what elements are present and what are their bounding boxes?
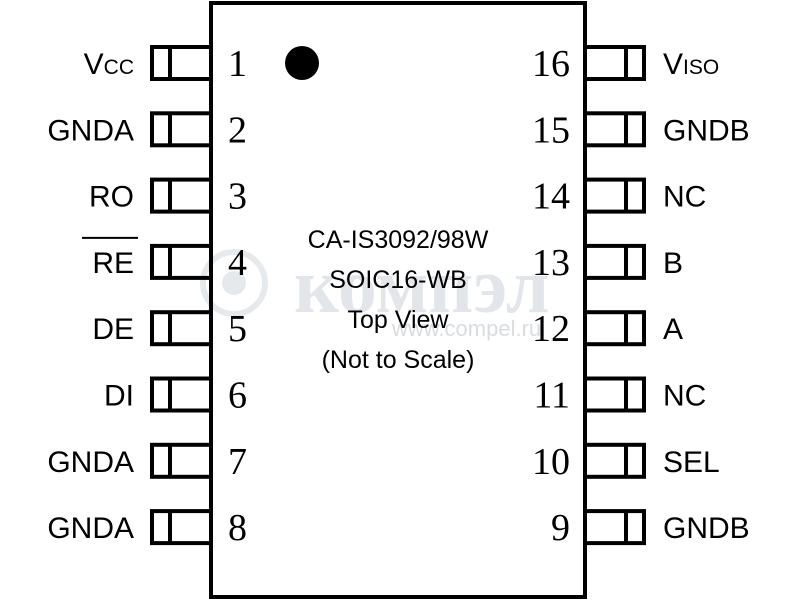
watermark: компэл www.compel.ru (200, 242, 550, 341)
pin-lead (150, 310, 213, 347)
chip-package: SOIC16-WB (329, 266, 467, 294)
pin-lead (150, 509, 213, 546)
pin-5: 5 DE (92, 308, 247, 350)
pin-name: GNDB (663, 114, 750, 147)
pin-number: 8 (228, 507, 247, 549)
watermark-logo-text: компэл (294, 242, 550, 329)
pin-name: DE (92, 313, 134, 346)
pin-lead (150, 442, 213, 479)
pin-11: 11 NC (533, 375, 706, 417)
pin-lead (150, 45, 213, 81)
pin-name: VCC (84, 48, 134, 81)
pin-number: 12 (532, 308, 570, 350)
pin-12: 12 A (532, 308, 683, 350)
pin-lead (583, 177, 646, 214)
pin-number: 14 (532, 176, 570, 218)
pin-6: 6 DI (104, 375, 247, 417)
pin-number: 2 (228, 109, 247, 151)
pin-1: 1 VCC (84, 43, 247, 85)
pin-14: 14 NC (532, 176, 706, 218)
pin-name: VISO (663, 48, 719, 81)
pin-lead (150, 177, 213, 214)
pin-number: 5 (228, 308, 247, 350)
pin-4: 4 RE (82, 236, 247, 284)
pin-name: RO (89, 181, 134, 214)
pin-name: SEL (663, 446, 720, 479)
pin-name-subscript: CC (104, 56, 134, 79)
chip-view: Top View (348, 306, 450, 334)
pin-lead (150, 111, 213, 148)
pin-9: 9 GNDB (551, 507, 750, 549)
pin-number: 7 (228, 441, 247, 483)
chip-scale-note: (Not to Scale) (322, 346, 475, 374)
pin-name: NC (663, 181, 706, 214)
compel-logo-icon (200, 249, 268, 317)
pin-8: 8 GNDA (47, 507, 247, 549)
pin-number: 9 (551, 507, 570, 549)
chip-title: CA-IS3092/98W (308, 226, 489, 254)
pin-name: RE (92, 247, 134, 280)
pin-number: 13 (532, 242, 570, 284)
pin-lead (583, 310, 646, 347)
pin-number: 1 (228, 43, 247, 85)
pin-7: 7 GNDA (47, 441, 247, 483)
pin-name-subscript: ISO (683, 56, 719, 79)
pin-name: B (663, 247, 683, 280)
pin-lead (150, 376, 213, 413)
pin-name: GNDA (47, 512, 134, 545)
pin-name: GNDA (47, 446, 134, 479)
pin-lead (583, 111, 646, 148)
pin-number: 4 (228, 242, 247, 284)
pin-name: GNDA (47, 114, 134, 147)
chip-body (209, 1, 587, 599)
pin-number: 11 (533, 375, 570, 417)
pin-2: 2 GNDA (47, 109, 247, 151)
pin-15: 15 GNDB (532, 109, 750, 151)
pin-16: 16 VISO (532, 43, 719, 85)
pin-name: DI (104, 380, 134, 413)
pin-number: 3 (228, 176, 247, 218)
pin-name: A (663, 313, 683, 346)
watermark-url: www.compel.ru (391, 316, 541, 341)
pin-lead (583, 376, 646, 413)
pin-3: 3 RO (89, 176, 247, 218)
pin-name: GNDB (663, 512, 750, 545)
pin-number: 15 (532, 109, 570, 151)
pin-10: 10 SEL (532, 441, 720, 483)
pin-lead (150, 243, 213, 280)
pin-name: NC (663, 380, 706, 413)
pin-lead (583, 45, 646, 81)
pin-13: 13 B (532, 242, 683, 284)
pin-number: 10 (532, 441, 570, 483)
pin1-marker-dot (285, 46, 319, 80)
pin-number: 6 (228, 375, 247, 417)
pin-lead (583, 442, 646, 479)
pin-number: 16 (532, 43, 570, 85)
pin-lead (583, 243, 646, 280)
pin-lead (583, 509, 646, 546)
